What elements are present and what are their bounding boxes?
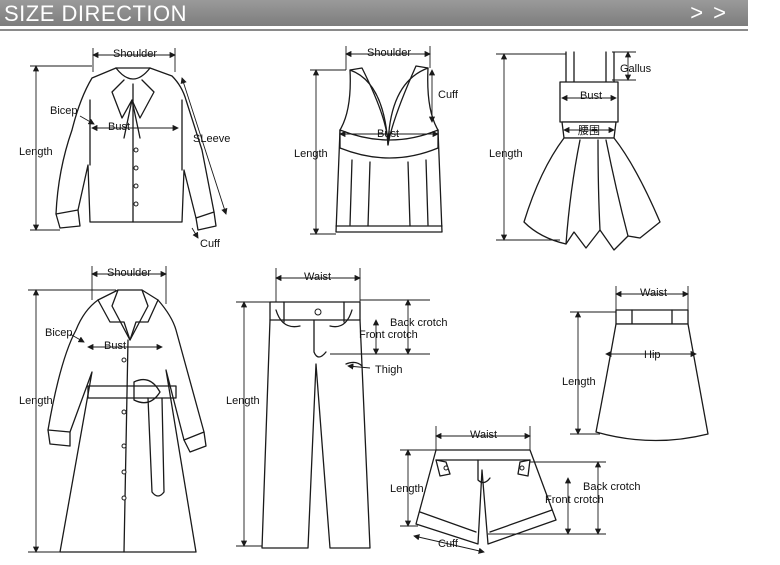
header-underline (0, 29, 748, 31)
shirt-illustration (55, 67, 217, 231)
skirt-illustration (595, 309, 709, 442)
shirt-bicep-label: Bicep (50, 105, 78, 117)
pants-length-label: Length (226, 395, 260, 407)
shirt-bust-label: Bust (108, 121, 130, 133)
dress-bust-label: Bust (580, 90, 602, 102)
pants-thigh-label: Thigh (375, 364, 403, 376)
tank-top-illustration (335, 65, 443, 233)
pants-waist-label: Waist (304, 271, 331, 283)
header-arrows: > > (690, 0, 728, 25)
shirt-sleeve-label: SLeeve (193, 133, 230, 145)
shirt-length-label: Length (19, 146, 53, 158)
shorts-waist-label: Waist (470, 429, 497, 441)
tank-bust-label: Bust (377, 128, 399, 140)
shirt-shoulder-label: Shoulder (113, 48, 157, 60)
tank-length-label: Length (294, 148, 328, 160)
dress-waist-cn-label: 腰围 (578, 124, 600, 137)
shorts-back-crotch-label: Back crotch (583, 481, 640, 493)
dress-illustration (523, 51, 661, 251)
dress-length-label: Length (489, 148, 523, 160)
pants-back-crotch-label: Back crotch (390, 317, 447, 329)
tank-shoulder-label: Shoulder (367, 47, 411, 59)
coat-bust-label: Bust (104, 340, 126, 352)
coat-length-label: Length (19, 395, 53, 407)
coat-shoulder-label: Shoulder (107, 267, 151, 279)
tank-cuff-label: Cuff (438, 89, 459, 101)
coat-bicep-label: Bicep (45, 327, 73, 339)
pants-front-crotch-label: Front crotch (359, 329, 418, 341)
dress-gallus-label: Gallus (620, 63, 652, 75)
skirt-waist-label: Waist (640, 287, 667, 299)
skirt-hip-label: Hip (644, 349, 661, 361)
shorts-front-crotch-label: Front crotch (545, 494, 604, 506)
header-bar: SIZE DIRECTION > > (0, 0, 748, 26)
pants-illustration (261, 301, 371, 549)
coat-illustration (47, 289, 207, 553)
shorts-illustration (415, 449, 557, 545)
shirt-cuff-label: Cuff (200, 238, 221, 250)
header-title: SIZE DIRECTION (4, 1, 188, 26)
shorts-length-label: Length (390, 483, 424, 495)
shorts-cuff-label: Cuff (438, 538, 459, 550)
skirt-length-label: Length (562, 376, 596, 388)
